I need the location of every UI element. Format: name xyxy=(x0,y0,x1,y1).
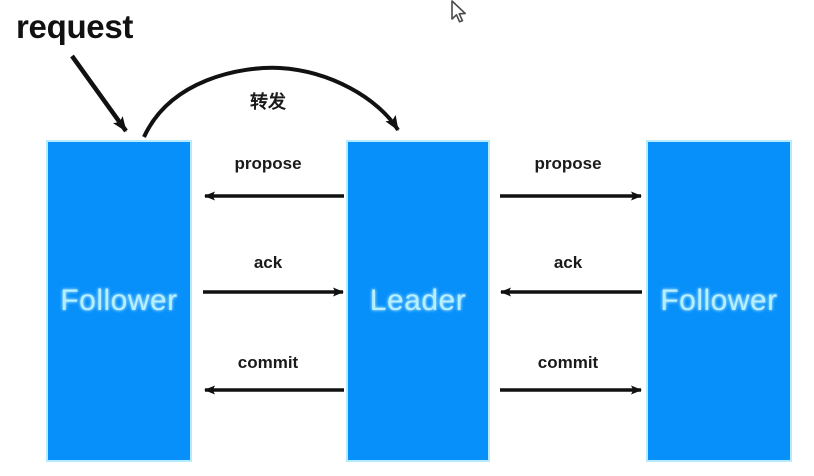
message-label-left-ack: ack xyxy=(253,253,283,272)
node-follower-right[interactable]: Follower xyxy=(648,142,790,460)
node-leader-label: Leader xyxy=(369,284,467,317)
message-label-right-ack: ack xyxy=(553,253,583,272)
request-arrow xyxy=(70,54,128,133)
page-title: request xyxy=(16,8,134,45)
node-follower-left-label: Follower xyxy=(60,284,178,317)
node-follower-right-label: Follower xyxy=(660,284,778,317)
node-follower-left[interactable]: Follower xyxy=(48,142,190,460)
message-label-right-propose: propose xyxy=(534,154,602,173)
mouse-pointer-icon xyxy=(451,0,466,23)
message-label-left-commit: commit xyxy=(237,353,299,372)
forward-arrow-label: 转发 xyxy=(250,92,286,112)
node-leader[interactable]: Leader xyxy=(348,142,488,460)
message-label-left-propose: propose xyxy=(234,154,302,173)
message-label-right-commit: commit xyxy=(537,353,599,372)
